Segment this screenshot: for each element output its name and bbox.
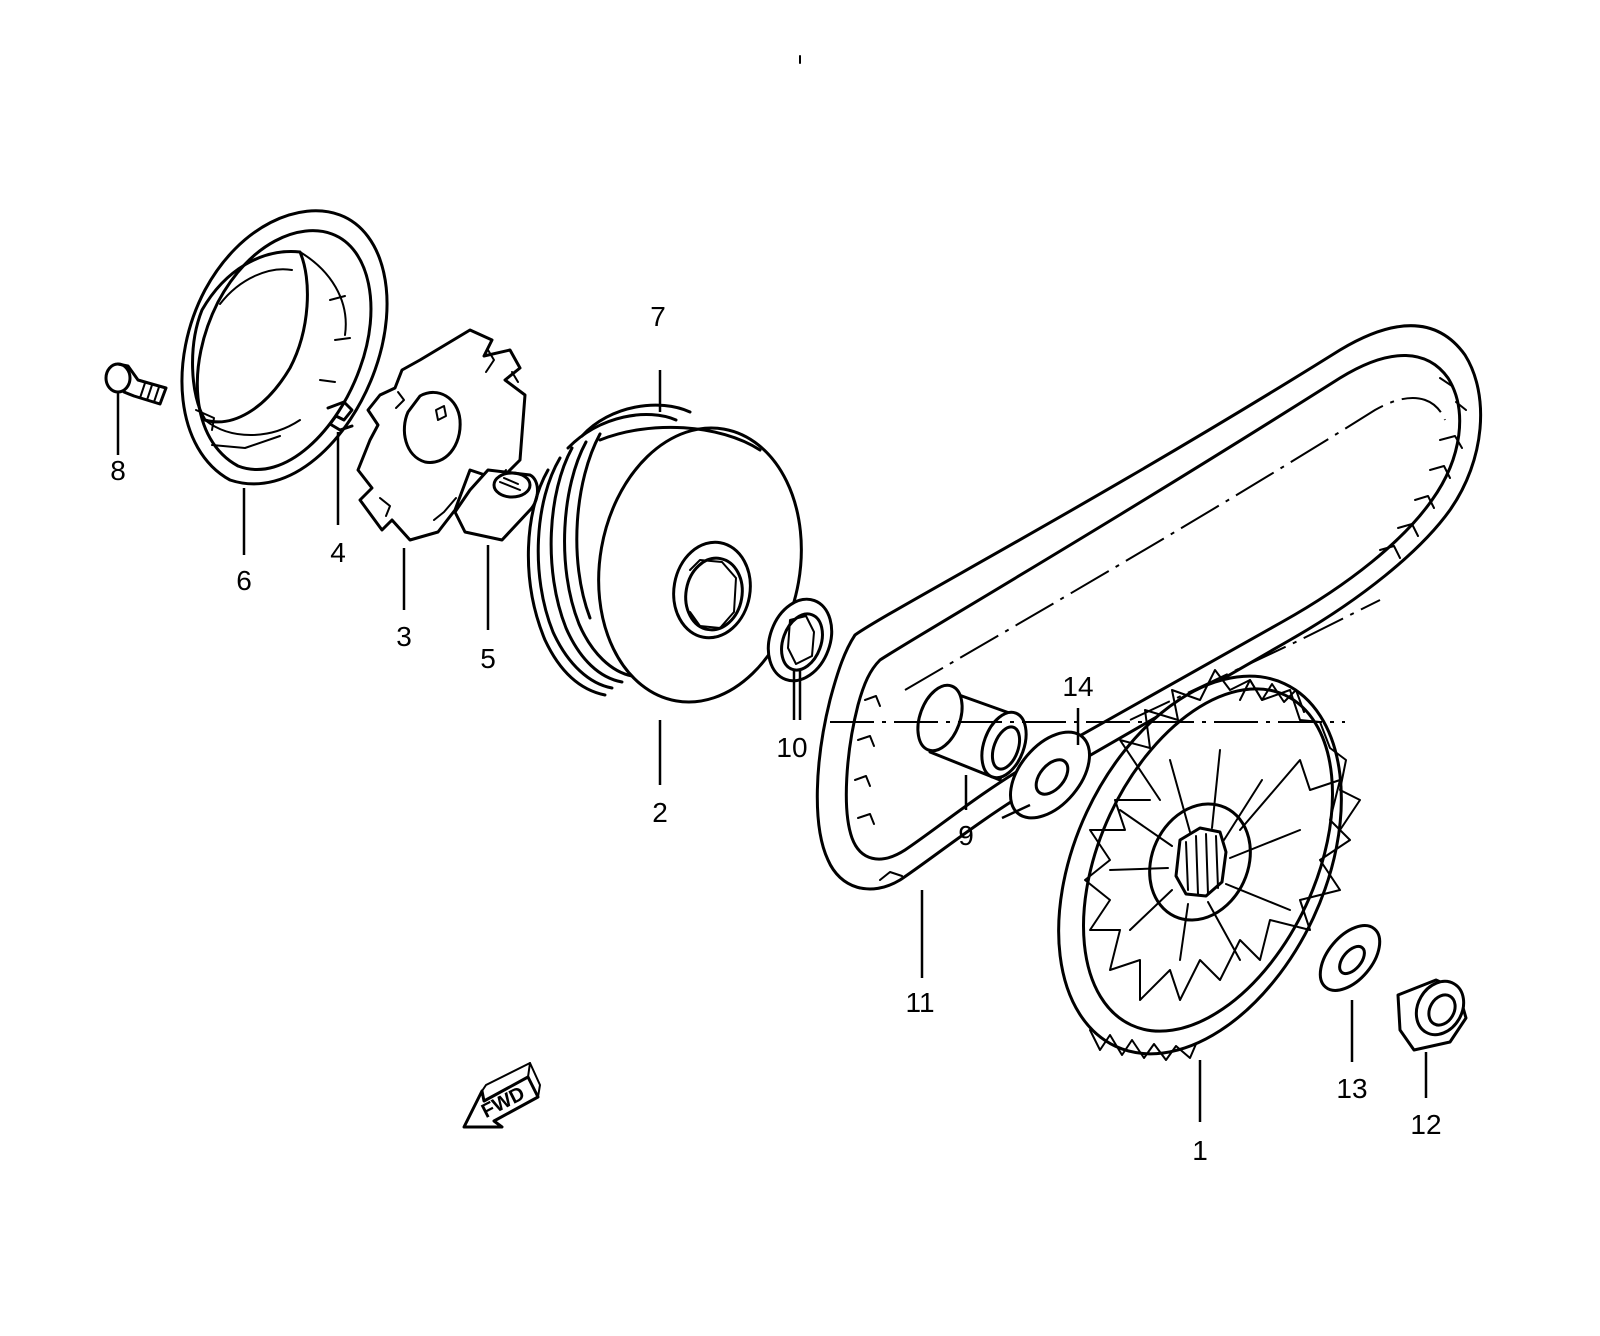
- part-4-clip: [326, 400, 354, 432]
- callout-labels: 1 2 3 4 5 6 7 8 9 10 11 12 13 14: [110, 301, 1441, 1166]
- part-11-v-belt: [815, 324, 1483, 891]
- callout-4: 4: [330, 537, 346, 568]
- callout-6: 6: [236, 565, 252, 596]
- part-14-washer: [1008, 730, 1092, 820]
- part-12-nut: [1396, 978, 1468, 1052]
- part-6-cover-plate: [180, 209, 389, 486]
- callout-5: 5: [480, 643, 496, 674]
- part-1-fixed-drive-face: [1057, 669, 1361, 1061]
- callout-11: 11: [905, 987, 934, 1018]
- fwd-arrow: FWD: [462, 1062, 541, 1129]
- callout-3: 3: [396, 621, 412, 652]
- part-8-bolt: [104, 362, 168, 406]
- leader-lines: [116, 370, 1428, 1122]
- callout-1: 1: [1192, 1135, 1208, 1166]
- part-10-seal: [766, 597, 834, 683]
- part-9-spacer: [916, 683, 1028, 782]
- part-3-ramp-plate: [356, 328, 527, 542]
- part-13-washer: [1318, 924, 1382, 992]
- callout-8: 8: [110, 455, 126, 486]
- callout-12: 12: [1410, 1109, 1441, 1140]
- callout-14: 14: [1062, 671, 1093, 702]
- callout-9: 9: [958, 820, 974, 851]
- callout-10: 10: [776, 732, 807, 763]
- part-2-movable-drive-face: [526, 403, 803, 704]
- callout-2: 2: [652, 797, 668, 828]
- callout-13: 13: [1336, 1073, 1367, 1104]
- part-5-slider: [453, 468, 539, 542]
- callout-7: 7: [650, 301, 666, 332]
